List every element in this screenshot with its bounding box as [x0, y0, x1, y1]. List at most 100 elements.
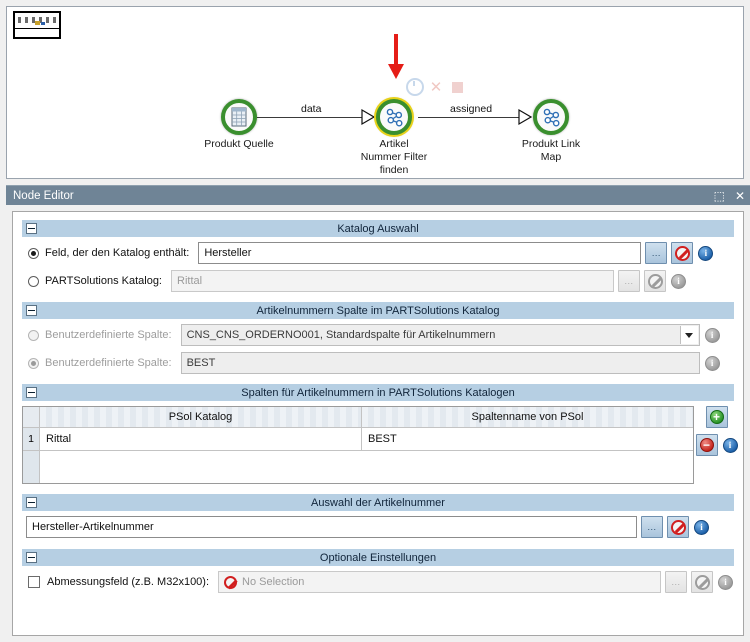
- overview-minimap[interactable]: [13, 11, 61, 39]
- radio-benutzerdefinierte-spalte[interactable]: [28, 357, 39, 369]
- no-selection-text: No Selection: [242, 576, 305, 588]
- section-title: Artikelnummern Spalte im PARTSolutions K…: [256, 304, 500, 317]
- remove-row-button[interactable]: −: [695, 434, 718, 456]
- row-partsolutions-katalog: PARTSolutions Katalog: Rittal ... i: [22, 269, 734, 293]
- input-partsolutions-katalog[interactable]: Rittal: [171, 270, 614, 292]
- plus-circle-icon: +: [709, 410, 724, 424]
- node-editor-content: Katalog Auswahl Feld, der den Katalog en…: [12, 211, 744, 636]
- close-icon[interactable]: ✕: [734, 188, 745, 203]
- radio-feld-katalog[interactable]: [28, 247, 39, 259]
- remove-row-group: − i: [695, 434, 738, 456]
- graph-node-produkt-link-map[interactable]: Produkt Link Map: [511, 99, 591, 164]
- clear-button-feld-katalog[interactable]: [671, 242, 694, 264]
- label-feld-katalog: Feld, der den Katalog enthält:: [45, 247, 190, 259]
- minus-circle-icon: −: [699, 438, 714, 452]
- section-header-katalog-auswahl[interactable]: Katalog Auswahl: [22, 220, 734, 237]
- no-entry-icon: [670, 519, 686, 535]
- ellipsis-icon: ...: [647, 521, 657, 532]
- table-row[interactable]: 1 Rittal BEST: [23, 428, 693, 451]
- node-context-toolbar[interactable]: ✕: [406, 77, 472, 97]
- collapse-toggle-icon[interactable]: [26, 223, 37, 234]
- psol-columns-table-wrapper: PSol Katalog Spaltenname von PSol 1 Ritt…: [22, 406, 738, 484]
- input-benutzerdefinierte-spalte[interactable]: BEST: [180, 352, 700, 374]
- browse-button-feld-katalog[interactable]: ...: [645, 242, 668, 264]
- edge-label-assigned: assigned: [450, 103, 493, 115]
- row-index: 1: [23, 428, 40, 450]
- radio-partsolutions-katalog[interactable]: [28, 275, 39, 287]
- section-title: Optionale Einstellungen: [319, 551, 437, 564]
- stop-icon[interactable]: [448, 78, 466, 96]
- combobox-standardspalte[interactable]: CNS_CNS_ORDERNO001, Standardspalte für A…: [180, 324, 700, 346]
- ellipsis-icon: ...: [624, 275, 634, 286]
- collapse-toggle-icon[interactable]: [26, 552, 37, 563]
- graph-node-artikel-nummer-filter-finden[interactable]: Artikel Nummer Filter finden: [354, 99, 434, 177]
- section-header-auswahl-artikelnummer[interactable]: Auswahl der Artikelnummer: [22, 494, 734, 511]
- no-entry-icon: [647, 273, 663, 289]
- node-label: Produkt Quelle: [204, 138, 274, 150]
- node-graph-icon: [543, 108, 560, 127]
- node-ring: [221, 99, 257, 135]
- checkbox-abmessungsfeld[interactable]: [28, 576, 40, 588]
- no-entry-icon: [694, 574, 710, 590]
- node-graph-icon: [386, 108, 403, 127]
- info-icon-partsolutions-katalog[interactable]: i: [671, 273, 686, 289]
- input-feld-katalog[interactable]: Hersteller: [198, 242, 642, 264]
- ellipsis-icon: ...: [671, 576, 681, 587]
- chevron-down-icon[interactable]: [679, 326, 698, 344]
- row-index-gutter: [23, 451, 40, 483]
- minimap-footer: [15, 29, 59, 37]
- no-entry-icon: [224, 575, 238, 589]
- radio-standardspalte[interactable]: [28, 329, 39, 341]
- close-icon[interactable]: ✕: [429, 78, 443, 96]
- node-label: Produkt Link: [521, 138, 581, 150]
- section-header-artikelnummern-spalte[interactable]: Artikelnummern Spalte im PARTSolutions K…: [22, 302, 734, 319]
- node-editor-titlebar: Node Editor ⬚ ✕: [6, 185, 750, 205]
- clear-button-partsolutions-katalog: [644, 270, 666, 292]
- table-action-buttons: + − i: [694, 406, 738, 456]
- node-label: Artikel: [379, 138, 409, 150]
- node-graph-canvas[interactable]: ✕ data assigned: [6, 6, 744, 179]
- info-icon-table[interactable]: i: [722, 437, 738, 453]
- edge-data-line: [257, 117, 362, 118]
- edge-arrow-data: [361, 108, 375, 126]
- node-editor-panel: Katalog Auswahl Feld, der den Katalog en…: [6, 205, 750, 642]
- clear-button-auswahl-artikelnummer[interactable]: [667, 516, 689, 538]
- browse-button-abmessungsfeld: ...: [665, 571, 688, 593]
- collapse-toggle-icon[interactable]: [26, 497, 37, 508]
- edge-assigned-line: [418, 117, 520, 118]
- ellipsis-icon: ...: [651, 247, 661, 258]
- restore-window-icon[interactable]: ⬚: [713, 188, 725, 203]
- collapse-toggle-icon[interactable]: [26, 305, 37, 316]
- info-icon-benutzerdefinierte-spalte[interactable]: i: [704, 355, 720, 371]
- node-label-line2: Nummer Filter: [360, 151, 428, 163]
- info-icon-feld-katalog[interactable]: i: [698, 245, 714, 261]
- add-row-button[interactable]: +: [705, 406, 728, 428]
- label-standardspalte: Benutzerdefinierte Spalte:: [45, 329, 172, 341]
- section-header-spalten-tabelle[interactable]: Spalten für Artikelnummern in PARTSoluti…: [22, 384, 734, 401]
- run-icon[interactable]: [406, 78, 424, 96]
- node-editor-title: Node Editor: [13, 189, 74, 202]
- minimap-highlight: [35, 21, 40, 25]
- graph-node-produkt-quelle[interactable]: Produkt Quelle: [199, 99, 279, 151]
- label-abmessungsfeld: Abmessungsfeld (z.B. M32x100):: [47, 576, 210, 588]
- minimap-viewport: [15, 13, 59, 29]
- no-entry-icon: [674, 245, 690, 261]
- red-down-arrow: [388, 34, 404, 79]
- collapse-toggle-icon[interactable]: [26, 387, 37, 398]
- cell-psol-katalog[interactable]: Rittal: [40, 428, 362, 450]
- section-header-optionale-einstellungen[interactable]: Optionale Einstellungen: [22, 549, 734, 566]
- psol-columns-table[interactable]: PSol Katalog Spaltenname von PSol 1 Ritt…: [22, 406, 694, 484]
- browse-button-auswahl-artikelnummer[interactable]: ...: [641, 516, 663, 538]
- input-abmessungsfeld[interactable]: No Selection: [218, 571, 662, 593]
- row-index-header: [23, 407, 40, 427]
- info-icon-auswahl-artikelnummer[interactable]: i: [694, 519, 709, 535]
- label-partsolutions-katalog: PARTSolutions Katalog:: [45, 275, 162, 287]
- column-header-psol-katalog[interactable]: PSol Katalog: [40, 407, 362, 427]
- info-icon-abmessungsfeld[interactable]: i: [718, 574, 734, 590]
- label-benutzerdefinierte-spalte: Benutzerdefinierte Spalte:: [45, 357, 172, 369]
- info-icon-standardspalte[interactable]: i: [704, 327, 720, 343]
- cell-spaltenname[interactable]: BEST: [368, 433, 397, 445]
- input-auswahl-artikelnummer[interactable]: Hersteller-Artikelnummer: [26, 516, 637, 538]
- row-abmessungsfeld: Abmessungsfeld (z.B. M32x100): No Select…: [22, 570, 734, 594]
- column-header-spaltenname[interactable]: Spaltenname von PSol: [362, 407, 693, 427]
